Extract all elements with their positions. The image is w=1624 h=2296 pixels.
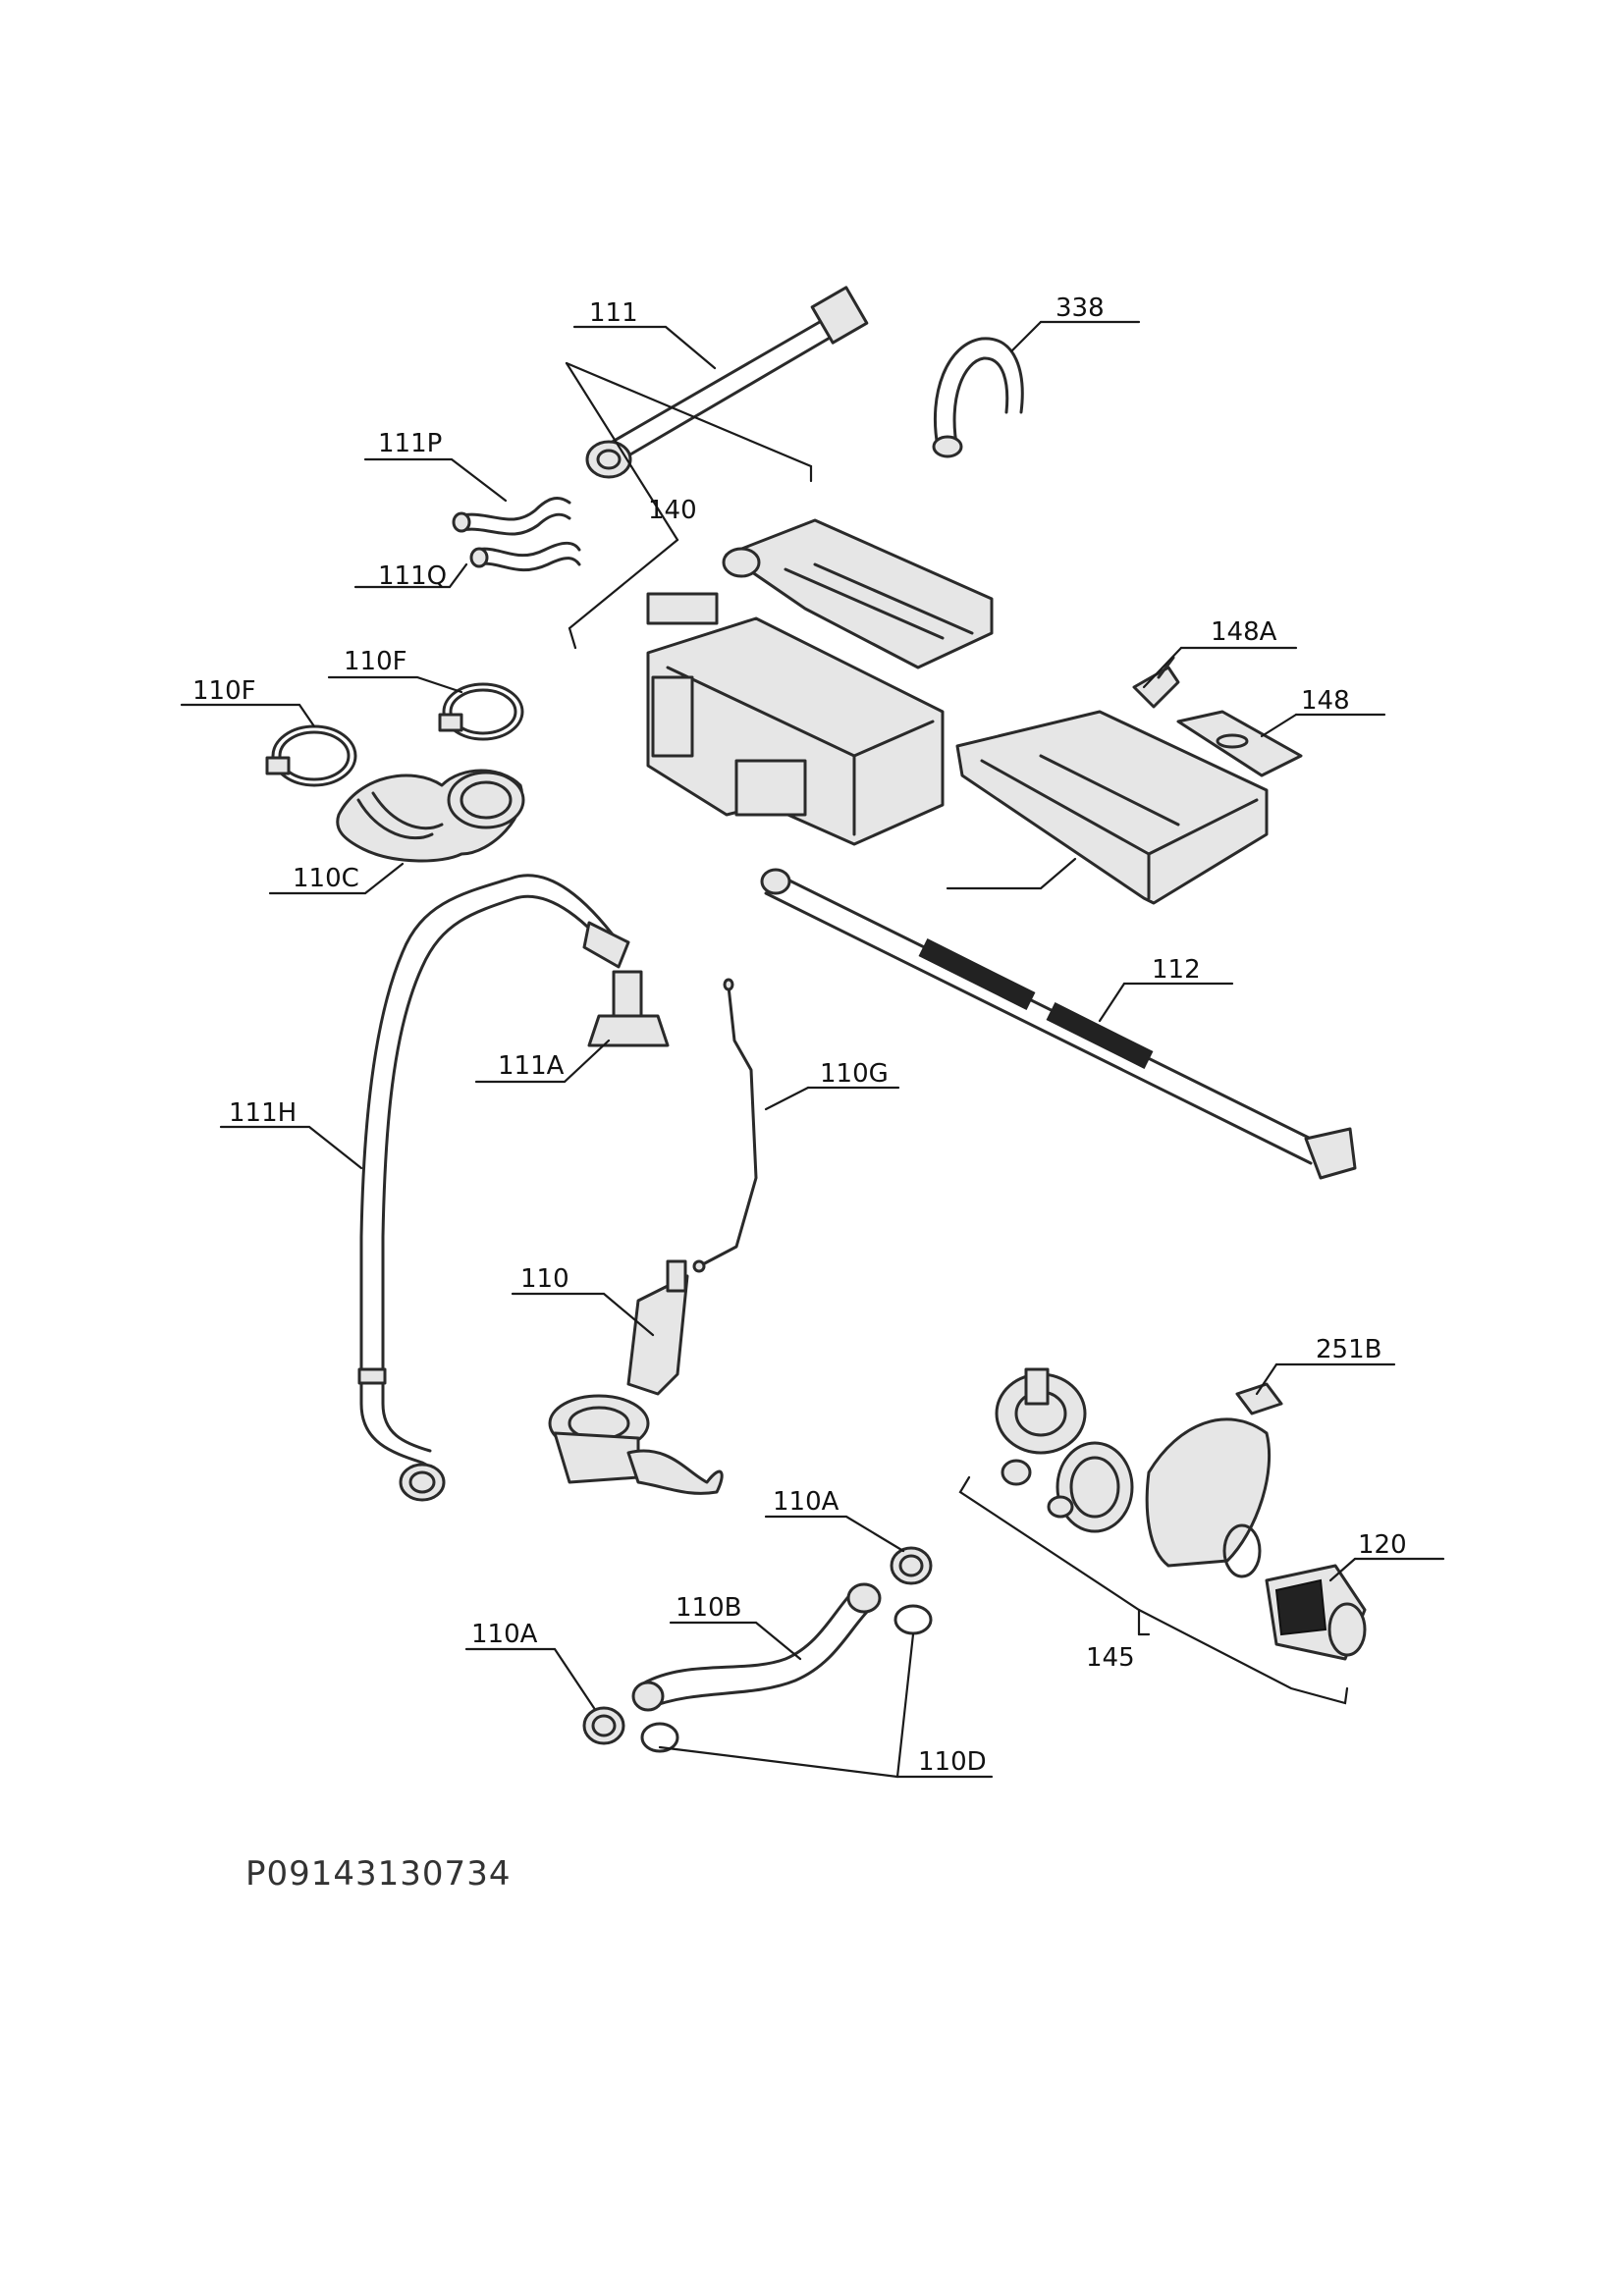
label-111Q: 111Q [378, 561, 447, 591]
label-120: 120 [1358, 1530, 1407, 1560]
label-110: 110 [520, 1264, 569, 1294]
part-110A-sleeves [582, 1546, 933, 1745]
label-338: 338 [1056, 294, 1105, 323]
part-110F-clamps [265, 682, 524, 787]
label-111P: 111P [378, 429, 442, 458]
label-110F-left: 110F [192, 676, 256, 706]
part-110D-clamps [640, 1604, 933, 1753]
part-338-bend [932, 337, 1024, 458]
part-111H-hose [357, 874, 630, 1502]
part-110G-tube [692, 978, 758, 1273]
part-148-drawer [955, 710, 1303, 905]
part-111A-nozzle [587, 970, 670, 1047]
part-110-sump [548, 1259, 724, 1495]
callout-labels: 111 338 111P 140 111Q 148A 110F 110F 148… [192, 294, 1407, 1777]
part-148A-clip [1132, 656, 1180, 709]
part-140-dispenser-housing [646, 518, 994, 846]
part-112-drain-hose [760, 868, 1357, 1180]
label-145: 145 [1086, 1643, 1135, 1673]
part-110C-bellows [336, 769, 525, 863]
label-148: 148 [1301, 686, 1350, 716]
label-110B: 110B [676, 1593, 741, 1623]
label-140: 140 [648, 496, 697, 525]
label-111A: 111A [498, 1051, 565, 1081]
label-110C: 110C [293, 864, 359, 893]
label-110D: 110D [918, 1747, 987, 1777]
part-111P-111Q-hoses [452, 497, 581, 572]
label-111H: 111H [229, 1098, 297, 1128]
part-110B-hose [631, 1582, 882, 1712]
label-110G: 110G [820, 1059, 889, 1089]
label-110A-top: 110A [773, 1487, 839, 1517]
document-id: P09143130734 [245, 1854, 511, 1894]
label-110A-bottom: 110A [471, 1620, 538, 1649]
label-112: 112 [1152, 955, 1201, 985]
part-251B-cap [1235, 1382, 1283, 1415]
label-251B: 251B [1316, 1335, 1381, 1364]
part-111-hose [585, 286, 869, 479]
label-148A: 148A [1211, 617, 1277, 647]
label-110F-right: 110F [344, 647, 407, 676]
label-111: 111 [589, 298, 638, 328]
leader-lines [180, 320, 1445, 1779]
part-145-pump-assembly [995, 1367, 1367, 1661]
